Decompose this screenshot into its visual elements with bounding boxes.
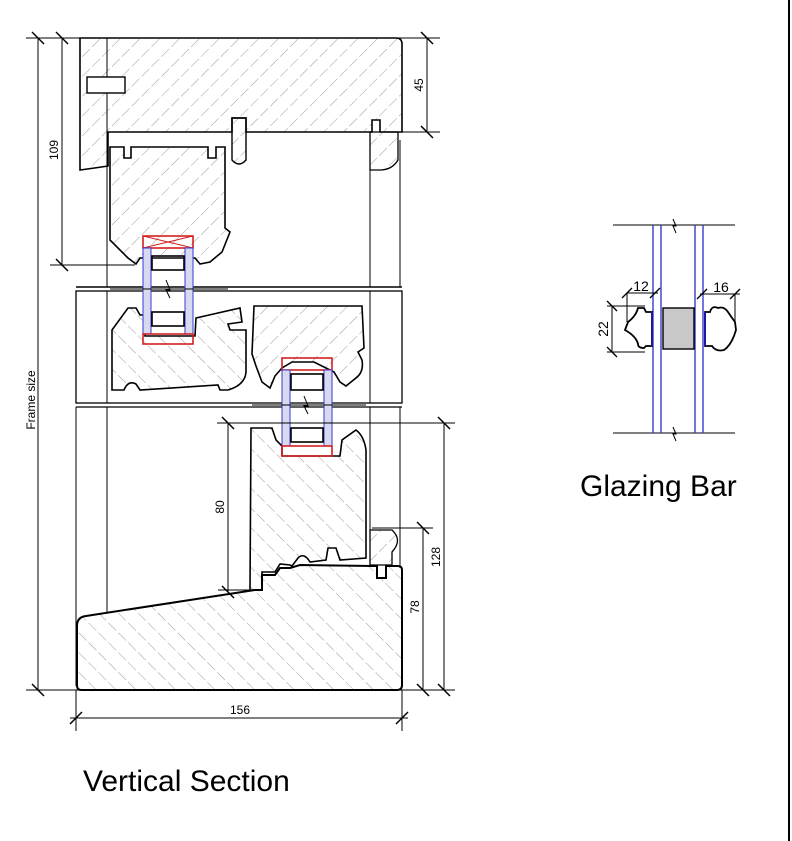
top-sash xyxy=(76,146,402,288)
dim-frame-size: Frame size xyxy=(24,370,38,430)
dim-156: 156 xyxy=(230,703,250,717)
vertical-section: Frame size 109 45 80 128 78 156 xyxy=(24,31,455,731)
glazing-unit-top xyxy=(110,235,228,345)
page-border xyxy=(788,0,790,841)
head-frame xyxy=(79,37,403,287)
dim-109: 109 xyxy=(47,140,61,160)
glazing-bar: 22 12 16 xyxy=(595,218,741,442)
dim-78: 78 xyxy=(408,600,422,614)
dim-22: 22 xyxy=(595,321,611,337)
dimension-lines xyxy=(26,31,455,731)
dim-45: 45 xyxy=(412,78,426,92)
glazing-bar-caption: Glazing Bar xyxy=(580,470,737,503)
meeting-rails xyxy=(75,290,403,404)
sill xyxy=(76,563,403,691)
dim-80: 80 xyxy=(213,500,227,514)
glazing-unit-bottom xyxy=(252,357,366,457)
bottom-sash xyxy=(75,406,402,686)
dim-128: 128 xyxy=(429,547,443,567)
dim-12: 12 xyxy=(633,278,649,294)
dim-16: 16 xyxy=(713,279,729,295)
vertical-section-caption: Vertical Section xyxy=(83,765,290,798)
